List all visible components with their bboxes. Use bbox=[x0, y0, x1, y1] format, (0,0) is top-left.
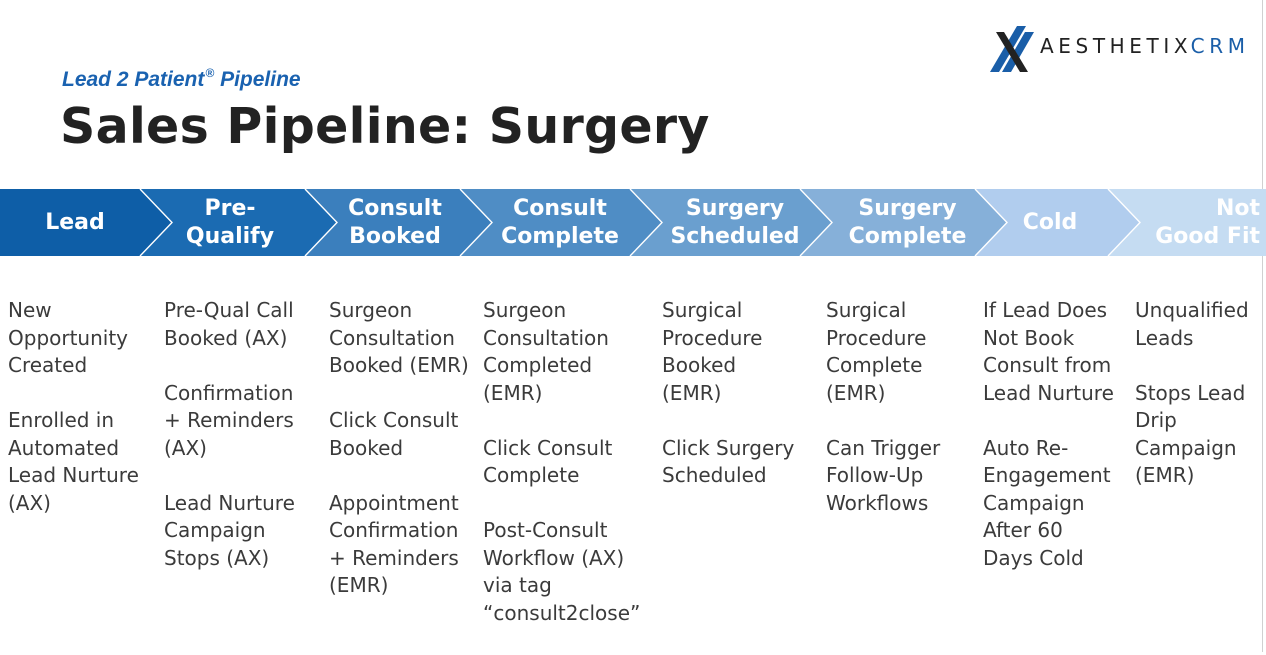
brand-logo: AESTHETIXCRM bbox=[990, 26, 1252, 72]
stage-description-item: Pre-Qual Call Booked (AX) bbox=[164, 298, 294, 350]
stage-description-item: Unqualified Leads bbox=[1135, 298, 1249, 350]
stage-description-item: Enrolled in Automated Lead Nurture (AX) bbox=[8, 408, 139, 515]
stage-description-item: Confirmation + Reminders (AX) bbox=[164, 380, 294, 460]
stage-label: Cold bbox=[1022, 209, 1078, 235]
brand-word-aesthetix: AESTHETIX bbox=[1040, 34, 1191, 58]
stage-description-column: Surgical Procedure Booked (EMR) Click Sur… bbox=[662, 297, 794, 517]
slide-right-border bbox=[1262, 0, 1263, 652]
stage-separator bbox=[459, 189, 493, 256]
stage-description-column: If Lead Does Not Book Consult from Lead … bbox=[983, 297, 1114, 600]
stage-label: Lead bbox=[45, 209, 105, 235]
stage-description-item: Click Consult Booked bbox=[329, 408, 459, 460]
stage-description-item: Auto Re- Engagement Campaign After 60 Da… bbox=[983, 435, 1111, 570]
stage-separator bbox=[974, 189, 1008, 256]
stage-chevron bbox=[0, 189, 172, 256]
stage-chevron bbox=[305, 189, 492, 256]
registered-mark: ® bbox=[205, 66, 215, 80]
stage-label: Not Good Fit bbox=[1155, 195, 1260, 249]
stage-description-item: Click Consult Complete bbox=[483, 435, 613, 488]
stage-label: Consult Complete bbox=[501, 195, 619, 249]
stage-description-item: New Opportunity Created bbox=[8, 298, 129, 377]
stage-description-item: Lead Nurture Campaign Stops (AX) bbox=[164, 490, 295, 570]
stage-description-item: Surgeon Consultation Booked (EMR) bbox=[329, 298, 469, 377]
stage-description-item: Stops Lead Drip Campaign (EMR) bbox=[1135, 380, 1246, 488]
stage-chevron bbox=[800, 189, 1007, 256]
stage-description-item: Click Surgery Scheduled bbox=[662, 435, 795, 488]
stage-description-column: Surgical Procedure Complete (EMR) Can Tri… bbox=[826, 297, 940, 545]
stage-description-column: Surgeon Consultation Completed (EMR) Clic… bbox=[483, 297, 640, 655]
stage-description-column: Pre-Qual Call Booked (AX) Confirmation + … bbox=[164, 297, 295, 600]
stage-separator bbox=[799, 189, 833, 256]
subtitle-text: Lead 2 Patient bbox=[62, 68, 205, 91]
stage-label: Surgery Complete bbox=[848, 195, 967, 249]
page-title: Sales Pipeline: Surgery bbox=[60, 98, 710, 155]
stage-description-item: Surgeon Consultation Completed (EMR) bbox=[483, 298, 609, 405]
stage-chevron bbox=[975, 189, 1140, 256]
subtitle-text-rest: Pipeline bbox=[214, 68, 301, 91]
stage-description-column: Surgeon Consultation Booked (EMR) Click C… bbox=[329, 297, 469, 627]
stage-chevron bbox=[460, 189, 662, 256]
pipeline-chevrons bbox=[0, 189, 1266, 256]
stage-description-item: Can Trigger Follow-Up Workflows bbox=[826, 435, 941, 515]
stage-separator bbox=[304, 189, 338, 256]
stage-description-item: Surgical Procedure Booked (EMR) bbox=[662, 298, 763, 405]
pipeline-stages: Lead Pre- Qualify Consult Booked Consult Co… bbox=[0, 189, 1266, 256]
stage-label: Pre- Qualify bbox=[185, 195, 275, 249]
stage-label: Surgery Scheduled bbox=[670, 195, 800, 249]
stage-description-item: Appointment Confirmation + Reminders (EM… bbox=[329, 490, 459, 598]
stage-description-item: If Lead Does Not Book Consult from Lead … bbox=[983, 298, 1114, 405]
stage-separator bbox=[139, 189, 173, 256]
stage-separator bbox=[629, 189, 663, 256]
stage-label: Consult Booked bbox=[348, 195, 442, 249]
stage-chevron bbox=[140, 189, 337, 256]
brand-wordmark: AESTHETIXCRM bbox=[1040, 34, 1250, 58]
stage-separator bbox=[1107, 189, 1141, 256]
brand-word-crm: CRM bbox=[1190, 34, 1250, 58]
stage-description-item: Surgical Procedure Complete (EMR) bbox=[826, 298, 927, 405]
stage-chevron bbox=[630, 189, 832, 256]
pipeline-subtitle: Lead 2 Patient® Pipeline bbox=[62, 66, 301, 92]
stage-description-item: Post-Consult Workflow (AX) via tag “cons… bbox=[483, 518, 641, 625]
stage-chevron bbox=[1108, 189, 1266, 256]
aesthetix-logo-mark-icon bbox=[990, 26, 1034, 72]
